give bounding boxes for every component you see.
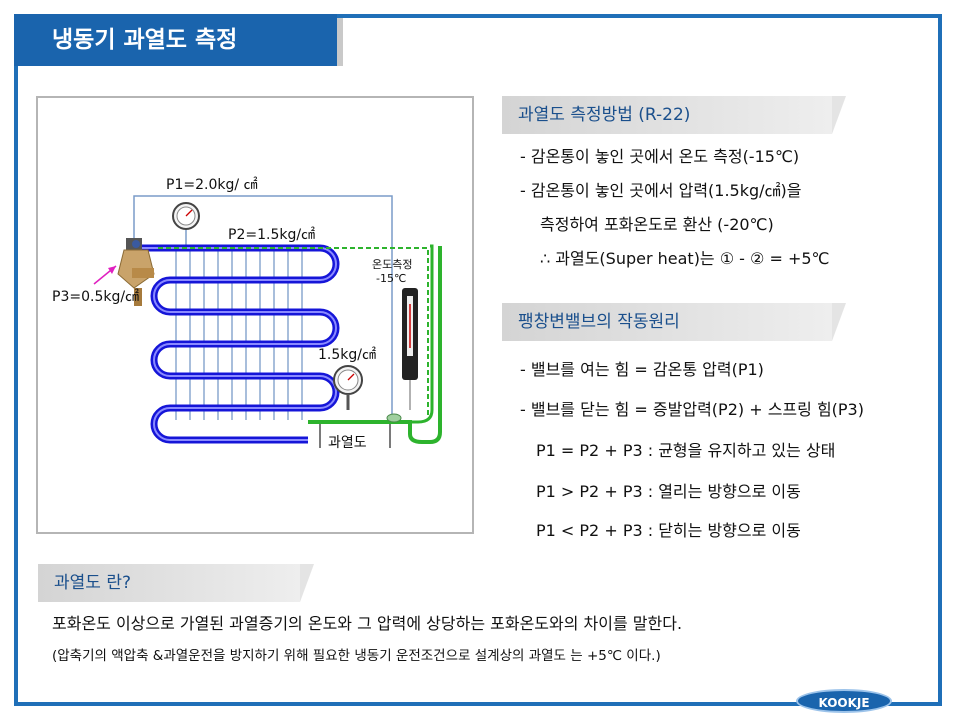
pressure-gauge-p1 <box>172 202 200 230</box>
diagram-svg <box>93 195 442 448</box>
principle-header: 팽창변밸브의 작동원리 <box>502 303 846 341</box>
definition-note: (압축기의 액압축 &과열운전을 방지하기 위해 필요한 냉동기 운전조건으로 … <box>52 648 661 664</box>
method-header: 과열도 측정방법 (R-22) <box>502 96 846 134</box>
capillary-tube <box>133 195 393 416</box>
evaporator-fins <box>175 248 303 420</box>
definition-header: 과열도 란? <box>38 564 314 602</box>
pressure-gauge-suction <box>333 365 363 410</box>
principle-line-3: P1 = P2 + P3 : 균형을 유지하고 있는 상태 <box>536 441 836 460</box>
page-title: 냉동기 과열도 측정 <box>14 14 343 66</box>
label-p1: P1=2.0kg/ ㎠ <box>166 177 258 193</box>
arrow-icon <box>93 265 117 285</box>
method-line-1: - 감온통이 놓인 곳에서 온도 측정(-15℃) <box>520 147 800 166</box>
principle-line-5: P1 < P2 + P3 : 닫히는 방향으로 이동 <box>536 521 801 540</box>
slide-frame <box>14 14 942 706</box>
principle-line-4: P1 > P2 + P3 : 열리는 방향으로 이동 <box>536 482 801 501</box>
equalizer-line <box>158 247 429 420</box>
label-p3: P3=0.5kg/㎠ <box>52 289 140 305</box>
principle-line-2: - 밸브를 닫는 힘 = 증발압력(P2) + 스프링 힘(P3) <box>520 400 864 419</box>
label-temp-value: -15℃ <box>376 272 407 285</box>
kookje-logo: KOOKJE <box>796 689 892 713</box>
method-line-2: - 감온통이 놓인 곳에서 압력(1.5kg/㎠)을 <box>520 181 802 200</box>
label-gauge-pressure: 1.5kg/㎠ <box>318 347 376 363</box>
definition-text: 포화온도 이상으로 가열된 과열증기의 온도와 그 압력에 상당하는 포화온도와… <box>52 614 683 633</box>
label-temp-measure: 온도측정 <box>372 258 413 271</box>
label-p2: P2=1.5kg/㎠ <box>228 227 316 243</box>
method-line-3: 측정하여 포화온도로 환산 (-20℃) <box>540 215 774 234</box>
method-line-4: ∴ 과열도(Super heat)는 ① - ② = +5℃ <box>540 249 830 268</box>
label-superheat: 과열도 <box>328 435 367 451</box>
expansion-valve-diagram: P1=2.0kg/ ㎠ P2=1.5kg/㎠ P3=0.5kg/㎠ 온도측정 -… <box>36 96 474 534</box>
principle-line-1: - 밸브를 여는 힘 = 감온통 압력(P1) <box>520 360 764 379</box>
thermometer-icon <box>402 288 418 410</box>
expansion-valve-icon <box>117 238 155 306</box>
